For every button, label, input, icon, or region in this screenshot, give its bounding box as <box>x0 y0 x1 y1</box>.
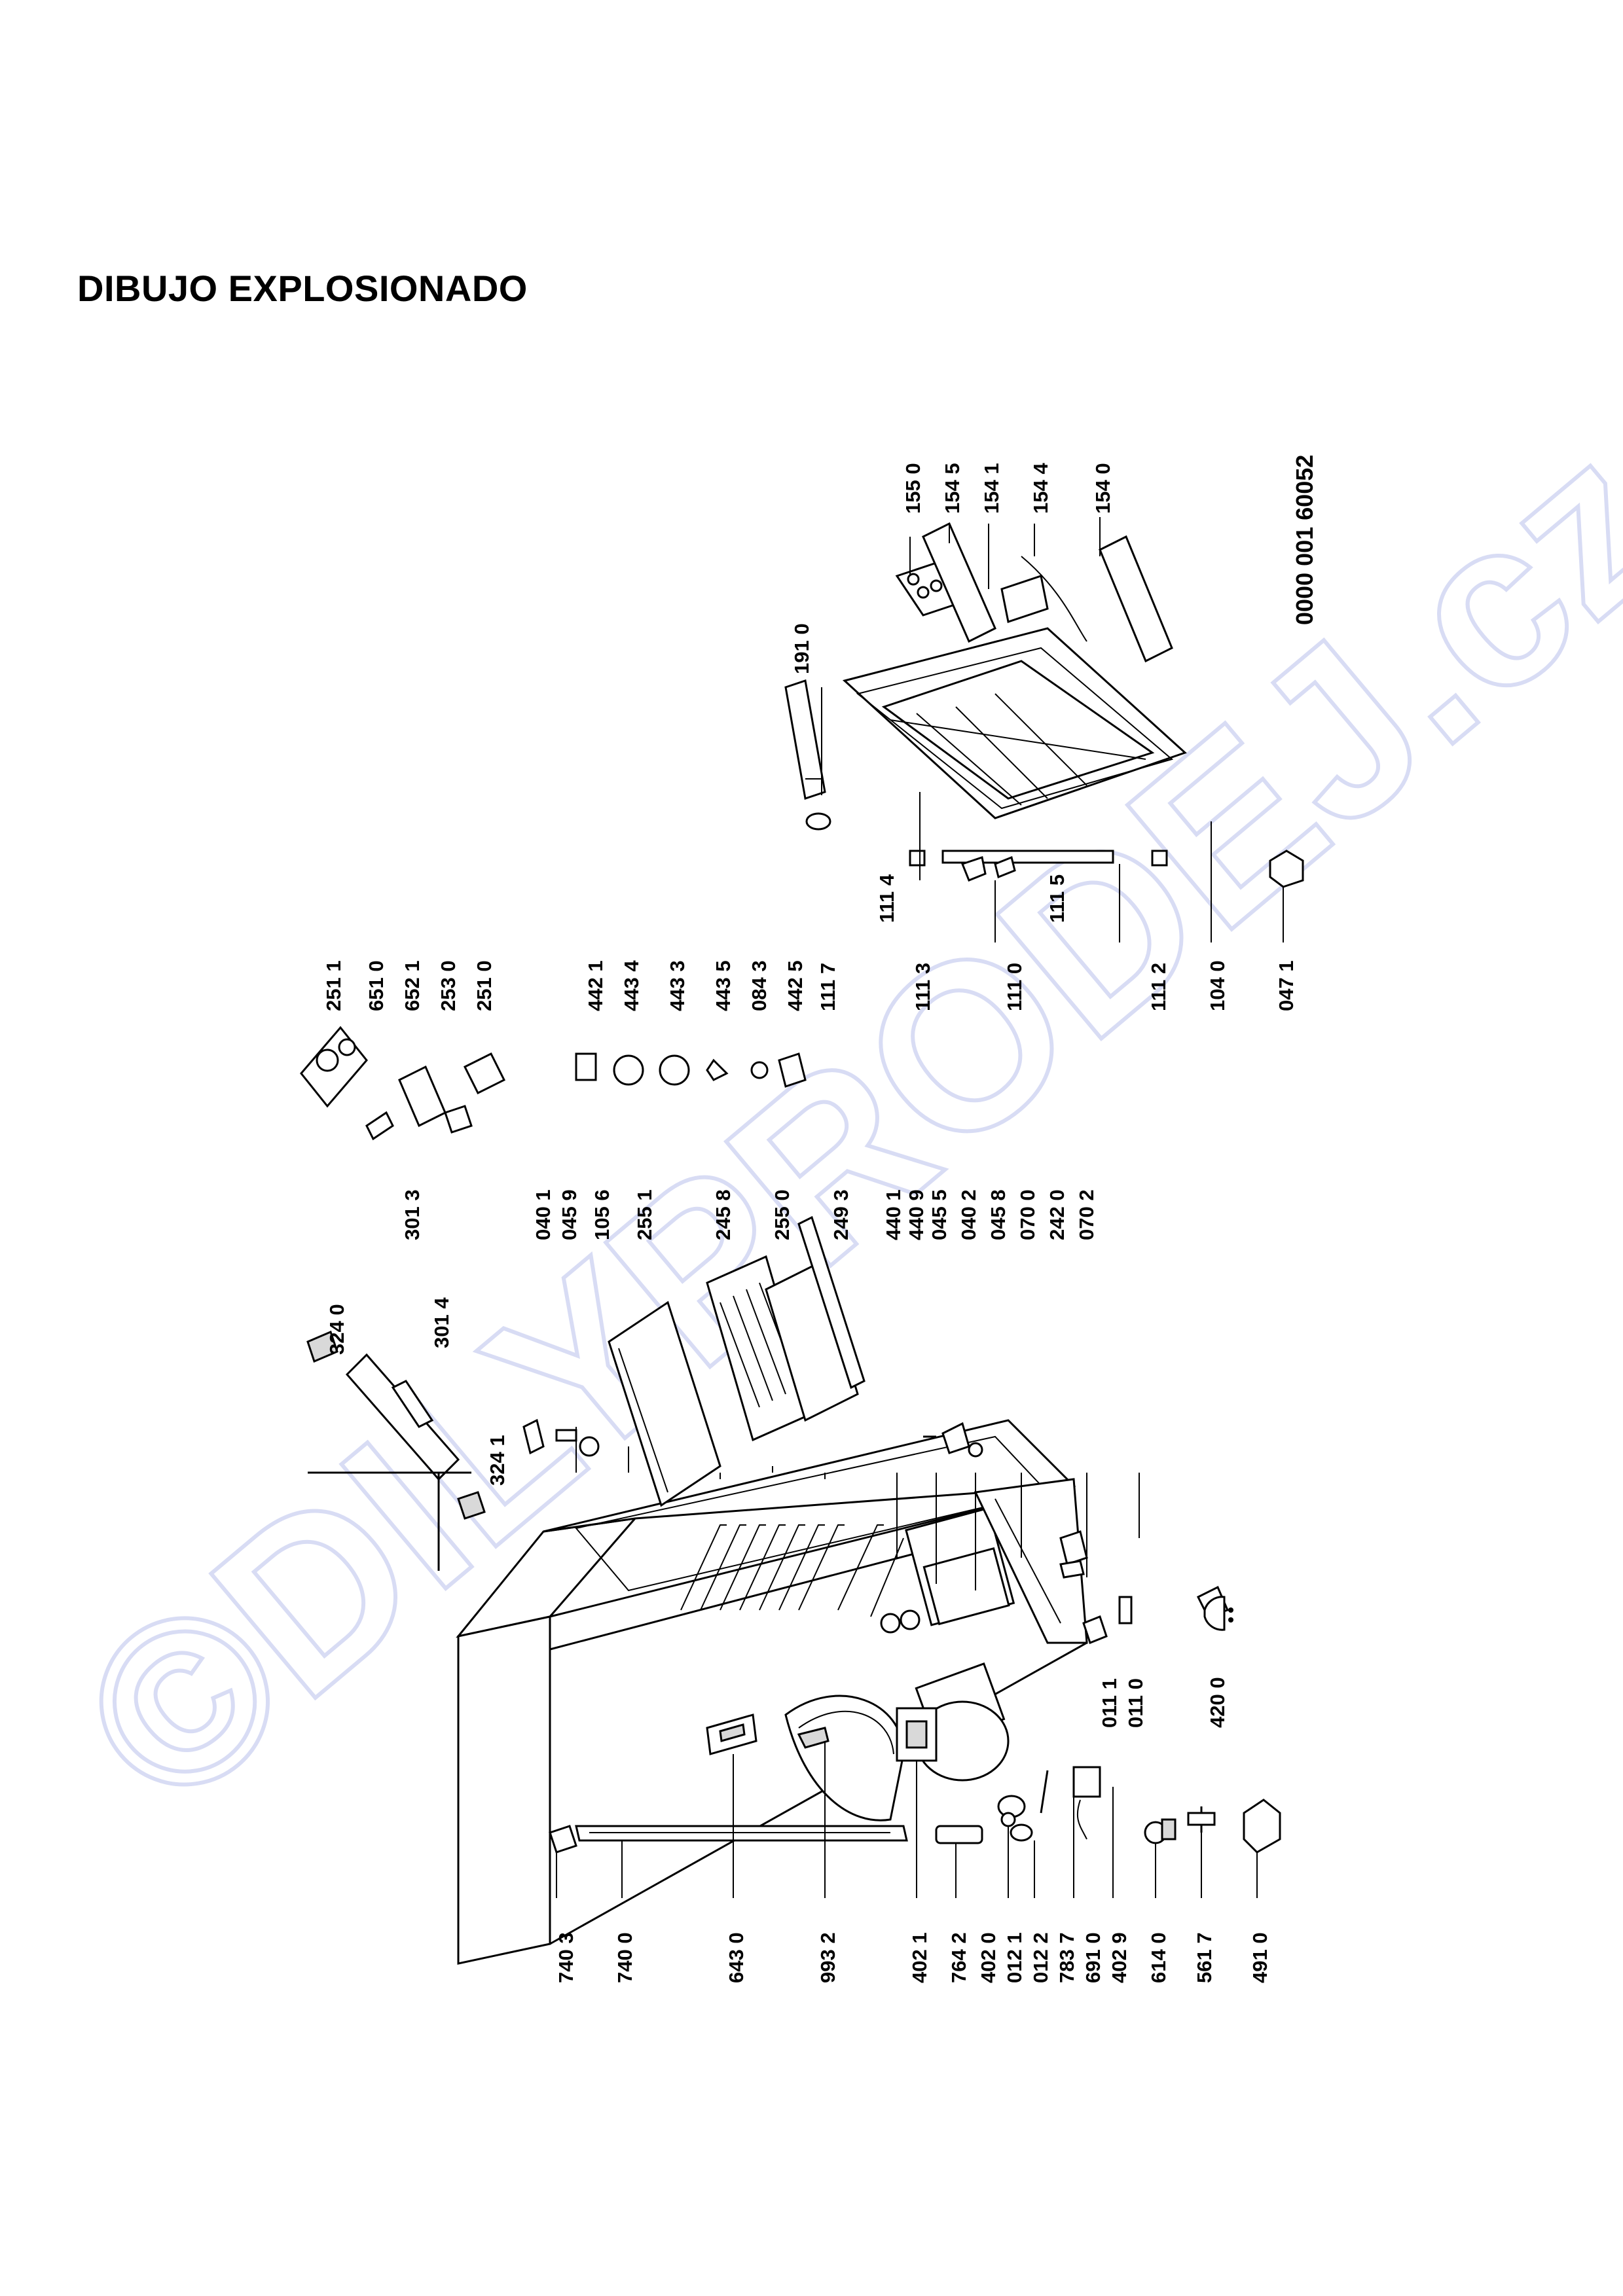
compressor <box>896 1662 1033 1842</box>
label-242-0: 242 0 <box>1046 1189 1068 1240</box>
label-643-0: 643 0 <box>725 1932 748 1983</box>
label-111-0: 111 0 <box>1003 963 1026 1011</box>
label-324-1: 324 1 <box>486 1435 509 1486</box>
cabinet <box>456 1419 1088 1965</box>
label-111-3: 111 3 <box>911 963 934 1011</box>
label-045-8: 045 8 <box>987 1189 1010 1240</box>
label-045-5: 045 5 <box>928 1189 951 1240</box>
label-154-0: 154 0 <box>1091 463 1114 514</box>
label-402-0: 402 0 <box>977 1932 1000 1983</box>
part-labels: 251 1 651 0 652 1 253 0 251 0 442 1 443 … <box>322 455 1318 1983</box>
label-443-3: 443 3 <box>666 960 689 1011</box>
label-740-3: 740 3 <box>555 1932 577 1983</box>
label-253-0: 253 0 <box>437 960 460 1011</box>
label-040-1: 040 1 <box>532 1189 555 1240</box>
label-012-2: 012 2 <box>1029 1932 1052 1983</box>
shelves <box>608 1215 866 1507</box>
label-111-5: 111 5 <box>1046 874 1068 923</box>
label-251-1: 251 1 <box>322 960 345 1011</box>
watermark: ©DILYPRODEJ.cz <box>31 387 1623 1860</box>
shelf-rails <box>680 1524 904 1617</box>
door <box>784 627 1304 888</box>
label-105-6: 105 6 <box>591 1189 613 1240</box>
label-111-4: 111 4 <box>875 874 898 923</box>
label-104-0: 104 0 <box>1206 960 1229 1011</box>
leader-lines <box>556 517 1284 1898</box>
control-box <box>300 1026 506 1141</box>
label-012-1: 012 1 <box>1003 1932 1026 1983</box>
label-155-0: 155 0 <box>902 463 924 514</box>
fan-motor-group <box>575 1052 807 1088</box>
fan-cover-993-2 <box>784 1695 905 1821</box>
document-number: 0000 001 60052 <box>1291 455 1318 625</box>
label-402-9: 402 9 <box>1108 1932 1131 1983</box>
svg-text:©DILYPRODEJ.cz: ©DILYPRODEJ.cz <box>33 389 1623 1858</box>
shelf-fixings <box>522 1418 983 1458</box>
hinge-group <box>1059 1530 1233 1644</box>
label-420-0: 420 0 <box>1206 1677 1229 1728</box>
label-084-3: 084 3 <box>748 960 771 1011</box>
label-442-5: 442 5 <box>784 960 807 1011</box>
label-440-1: 440 1 <box>882 1189 905 1240</box>
top-cover <box>306 1330 486 1571</box>
label-491-0: 491 0 <box>1249 1932 1271 1983</box>
label-251-0: 251 0 <box>473 960 496 1011</box>
label-691-0: 691 0 <box>1082 1932 1104 1983</box>
label-443-5: 443 5 <box>712 960 735 1011</box>
label-045-9: 045 9 <box>558 1189 581 1240</box>
label-561-7: 561 7 <box>1193 1932 1216 1983</box>
label-442-1: 442 1 <box>584 960 607 1011</box>
page-title: DIBUJO EXPLOSIONADO <box>77 268 528 309</box>
label-993-2: 993 2 <box>816 1932 839 1983</box>
label-255-0: 255 0 <box>771 1189 793 1240</box>
label-154-4: 154 4 <box>1029 463 1052 514</box>
label-111-7: 111 7 <box>816 963 839 1011</box>
small-parts-bottom <box>1000 1766 1281 1854</box>
label-652-1: 652 1 <box>401 960 424 1011</box>
label-011-1: 011 1 <box>1098 1678 1121 1728</box>
label-740-0: 740 0 <box>613 1932 636 1983</box>
label-047-1: 047 1 <box>1275 960 1298 1011</box>
label-070-2: 070 2 <box>1075 1189 1098 1240</box>
label-154-1: 154 1 <box>980 463 1003 514</box>
label-614-0: 614 0 <box>1147 1932 1170 1983</box>
label-040-2: 040 2 <box>957 1189 980 1240</box>
label-245-8: 245 8 <box>712 1189 735 1240</box>
label-154-5: 154 5 <box>941 463 964 514</box>
label-402-1: 402 1 <box>908 1932 931 1983</box>
label-324-0: 324 0 <box>325 1304 348 1355</box>
label-191-0: 191 0 <box>790 623 813 674</box>
label-111-2: 111 2 <box>1147 963 1170 1011</box>
label-764-2: 764 2 <box>947 1932 970 1983</box>
label-440-9: 440 9 <box>905 1189 928 1240</box>
label-301-4: 301 4 <box>430 1297 453 1348</box>
label-301-3: 301 3 <box>401 1189 424 1240</box>
label-011-0: 011 0 <box>1124 1678 1147 1728</box>
gasket-strip-740-0 <box>549 1825 983 1854</box>
label-783-7: 783 7 <box>1055 1932 1078 1983</box>
label-651-0: 651 0 <box>365 960 388 1011</box>
label-249-3: 249 3 <box>830 1189 852 1240</box>
door-bins <box>895 522 1173 663</box>
door-handle-643-0 <box>706 1713 757 1755</box>
label-070-0: 070 0 <box>1016 1189 1039 1240</box>
label-255-1: 255 1 <box>633 1189 656 1240</box>
label-443-4: 443 4 <box>620 960 643 1011</box>
